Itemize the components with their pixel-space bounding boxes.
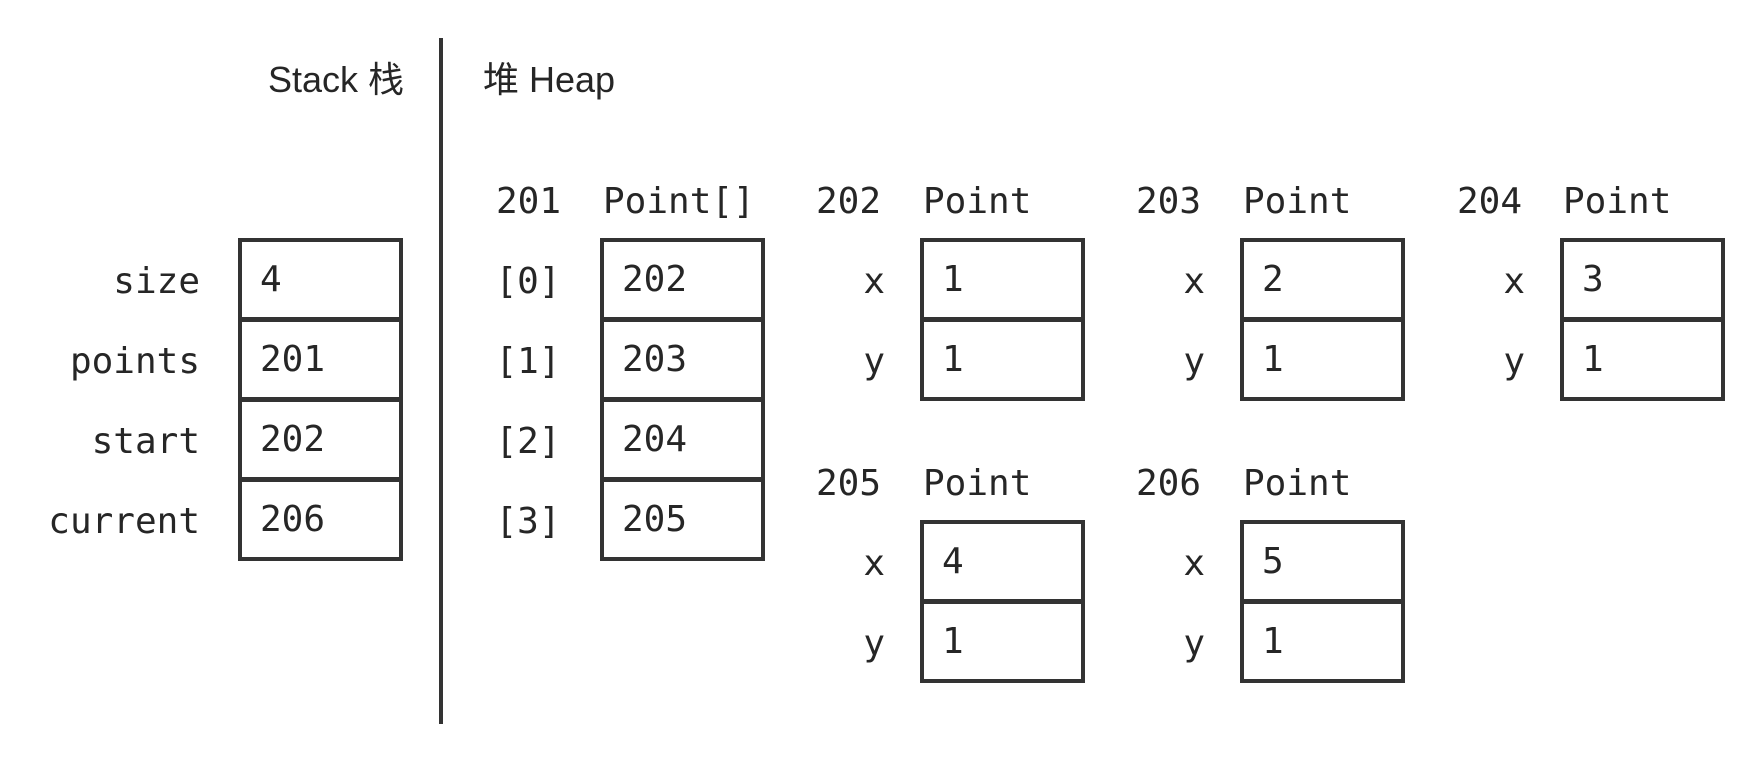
field-name: y <box>1183 341 1205 382</box>
stack-var-name: start <box>91 421 200 462</box>
field-name: x <box>863 261 885 302</box>
object-address: 204 <box>1457 181 1523 222</box>
field-value: 1 <box>1240 600 1405 683</box>
array-element: 205 <box>600 478 765 561</box>
stack-var-value: 206 <box>238 478 403 561</box>
object-type: Point <box>923 463 1032 504</box>
object-address: 201 <box>496 181 562 222</box>
object-type: Point <box>1563 181 1672 222</box>
object-address: 205 <box>816 463 882 504</box>
object-type: Point <box>923 181 1032 222</box>
field-value: 1 <box>920 238 1085 321</box>
object-address: 206 <box>1136 463 1202 504</box>
heap-title: 堆 Heap <box>483 59 616 100</box>
field-name: x <box>1503 261 1525 302</box>
field-value: 1 <box>920 600 1085 683</box>
array-element: 204 <box>600 398 765 481</box>
field-value: 1 <box>1240 318 1405 401</box>
field-value: 3 <box>1560 238 1725 321</box>
array-element: 203 <box>600 318 765 401</box>
field-value: 5 <box>1240 520 1405 603</box>
object-type: Point <box>1243 463 1352 504</box>
stack-var-value: 202 <box>238 398 403 481</box>
field-name: y <box>863 623 885 664</box>
field-value: 1 <box>920 318 1085 401</box>
object-address: 202 <box>816 181 882 222</box>
stack-var-value: 4 <box>238 238 403 321</box>
field-name: y <box>1503 341 1525 382</box>
stack-var-name: size <box>113 261 200 302</box>
array-index: [2] <box>495 421 561 462</box>
object-type: Point[] <box>603 181 755 222</box>
field-name: y <box>863 341 885 382</box>
array-index: [1] <box>495 341 561 382</box>
stack-var-name: points <box>69 341 200 382</box>
field-value: 2 <box>1240 238 1405 321</box>
field-value: 1 <box>1560 318 1725 401</box>
stack-var-name: current <box>48 501 200 542</box>
stack-var-value: 201 <box>238 318 403 401</box>
field-name: x <box>1183 543 1205 584</box>
array-index: [0] <box>495 261 561 302</box>
array-element: 202 <box>600 238 765 321</box>
object-address: 203 <box>1136 181 1202 222</box>
array-index: [3] <box>495 501 561 542</box>
stack-heap-divider <box>439 38 443 724</box>
field-name: x <box>1183 261 1205 302</box>
stack-title: Stack 栈 <box>267 59 404 100</box>
field-name: y <box>1183 623 1205 664</box>
field-name: x <box>863 543 885 584</box>
object-type: Point <box>1243 181 1352 222</box>
field-value: 4 <box>920 520 1085 603</box>
